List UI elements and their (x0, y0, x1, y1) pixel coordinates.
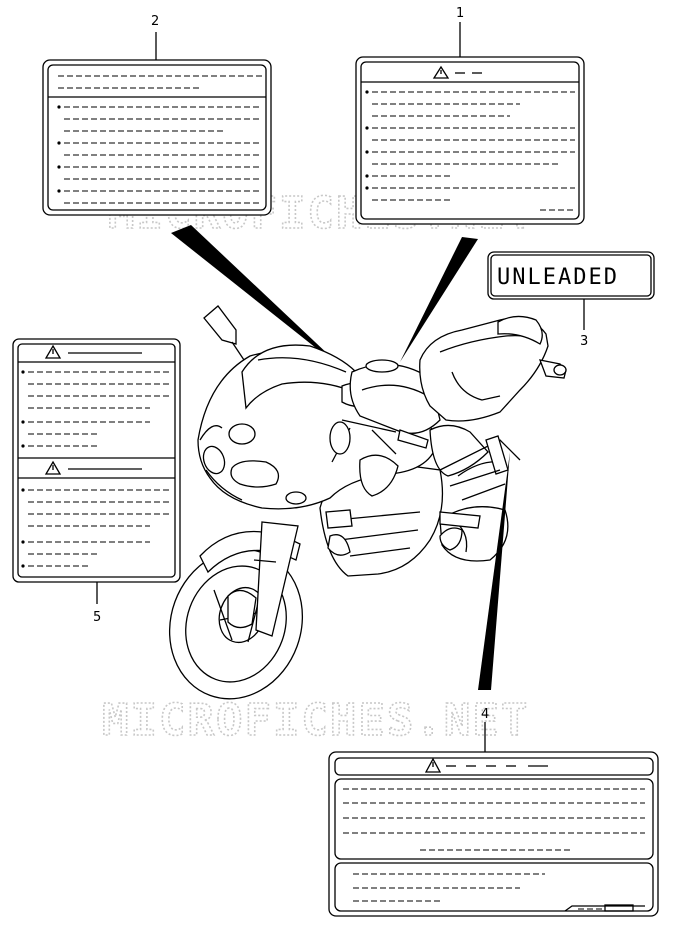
watermark-lower: MICROFICHES.NET (102, 695, 529, 746)
label-4 (328, 751, 659, 917)
label-5 (12, 338, 181, 583)
warning-triangle-icon (44, 460, 62, 475)
callout-4: 4 (481, 707, 489, 722)
motorcycle-illustration (168, 305, 567, 700)
pointer-label-1 (400, 237, 478, 362)
label-2 (42, 59, 272, 216)
callout-1: 1 (456, 6, 464, 21)
warning-triangle-icon (44, 344, 62, 359)
callout-5: 5 (93, 610, 101, 625)
warning-triangle-icon (424, 757, 442, 773)
callout-3: 3 (580, 334, 588, 349)
pointer-label-4 (478, 452, 510, 690)
label-1 (355, 56, 585, 225)
pointer-label-2 (171, 225, 350, 375)
unleaded-text: UNLEADED (497, 265, 619, 290)
warning-triangle-icon (432, 65, 450, 79)
callout-2: 2 (151, 14, 159, 29)
label-3-unleaded: UNLEADED (487, 251, 655, 300)
